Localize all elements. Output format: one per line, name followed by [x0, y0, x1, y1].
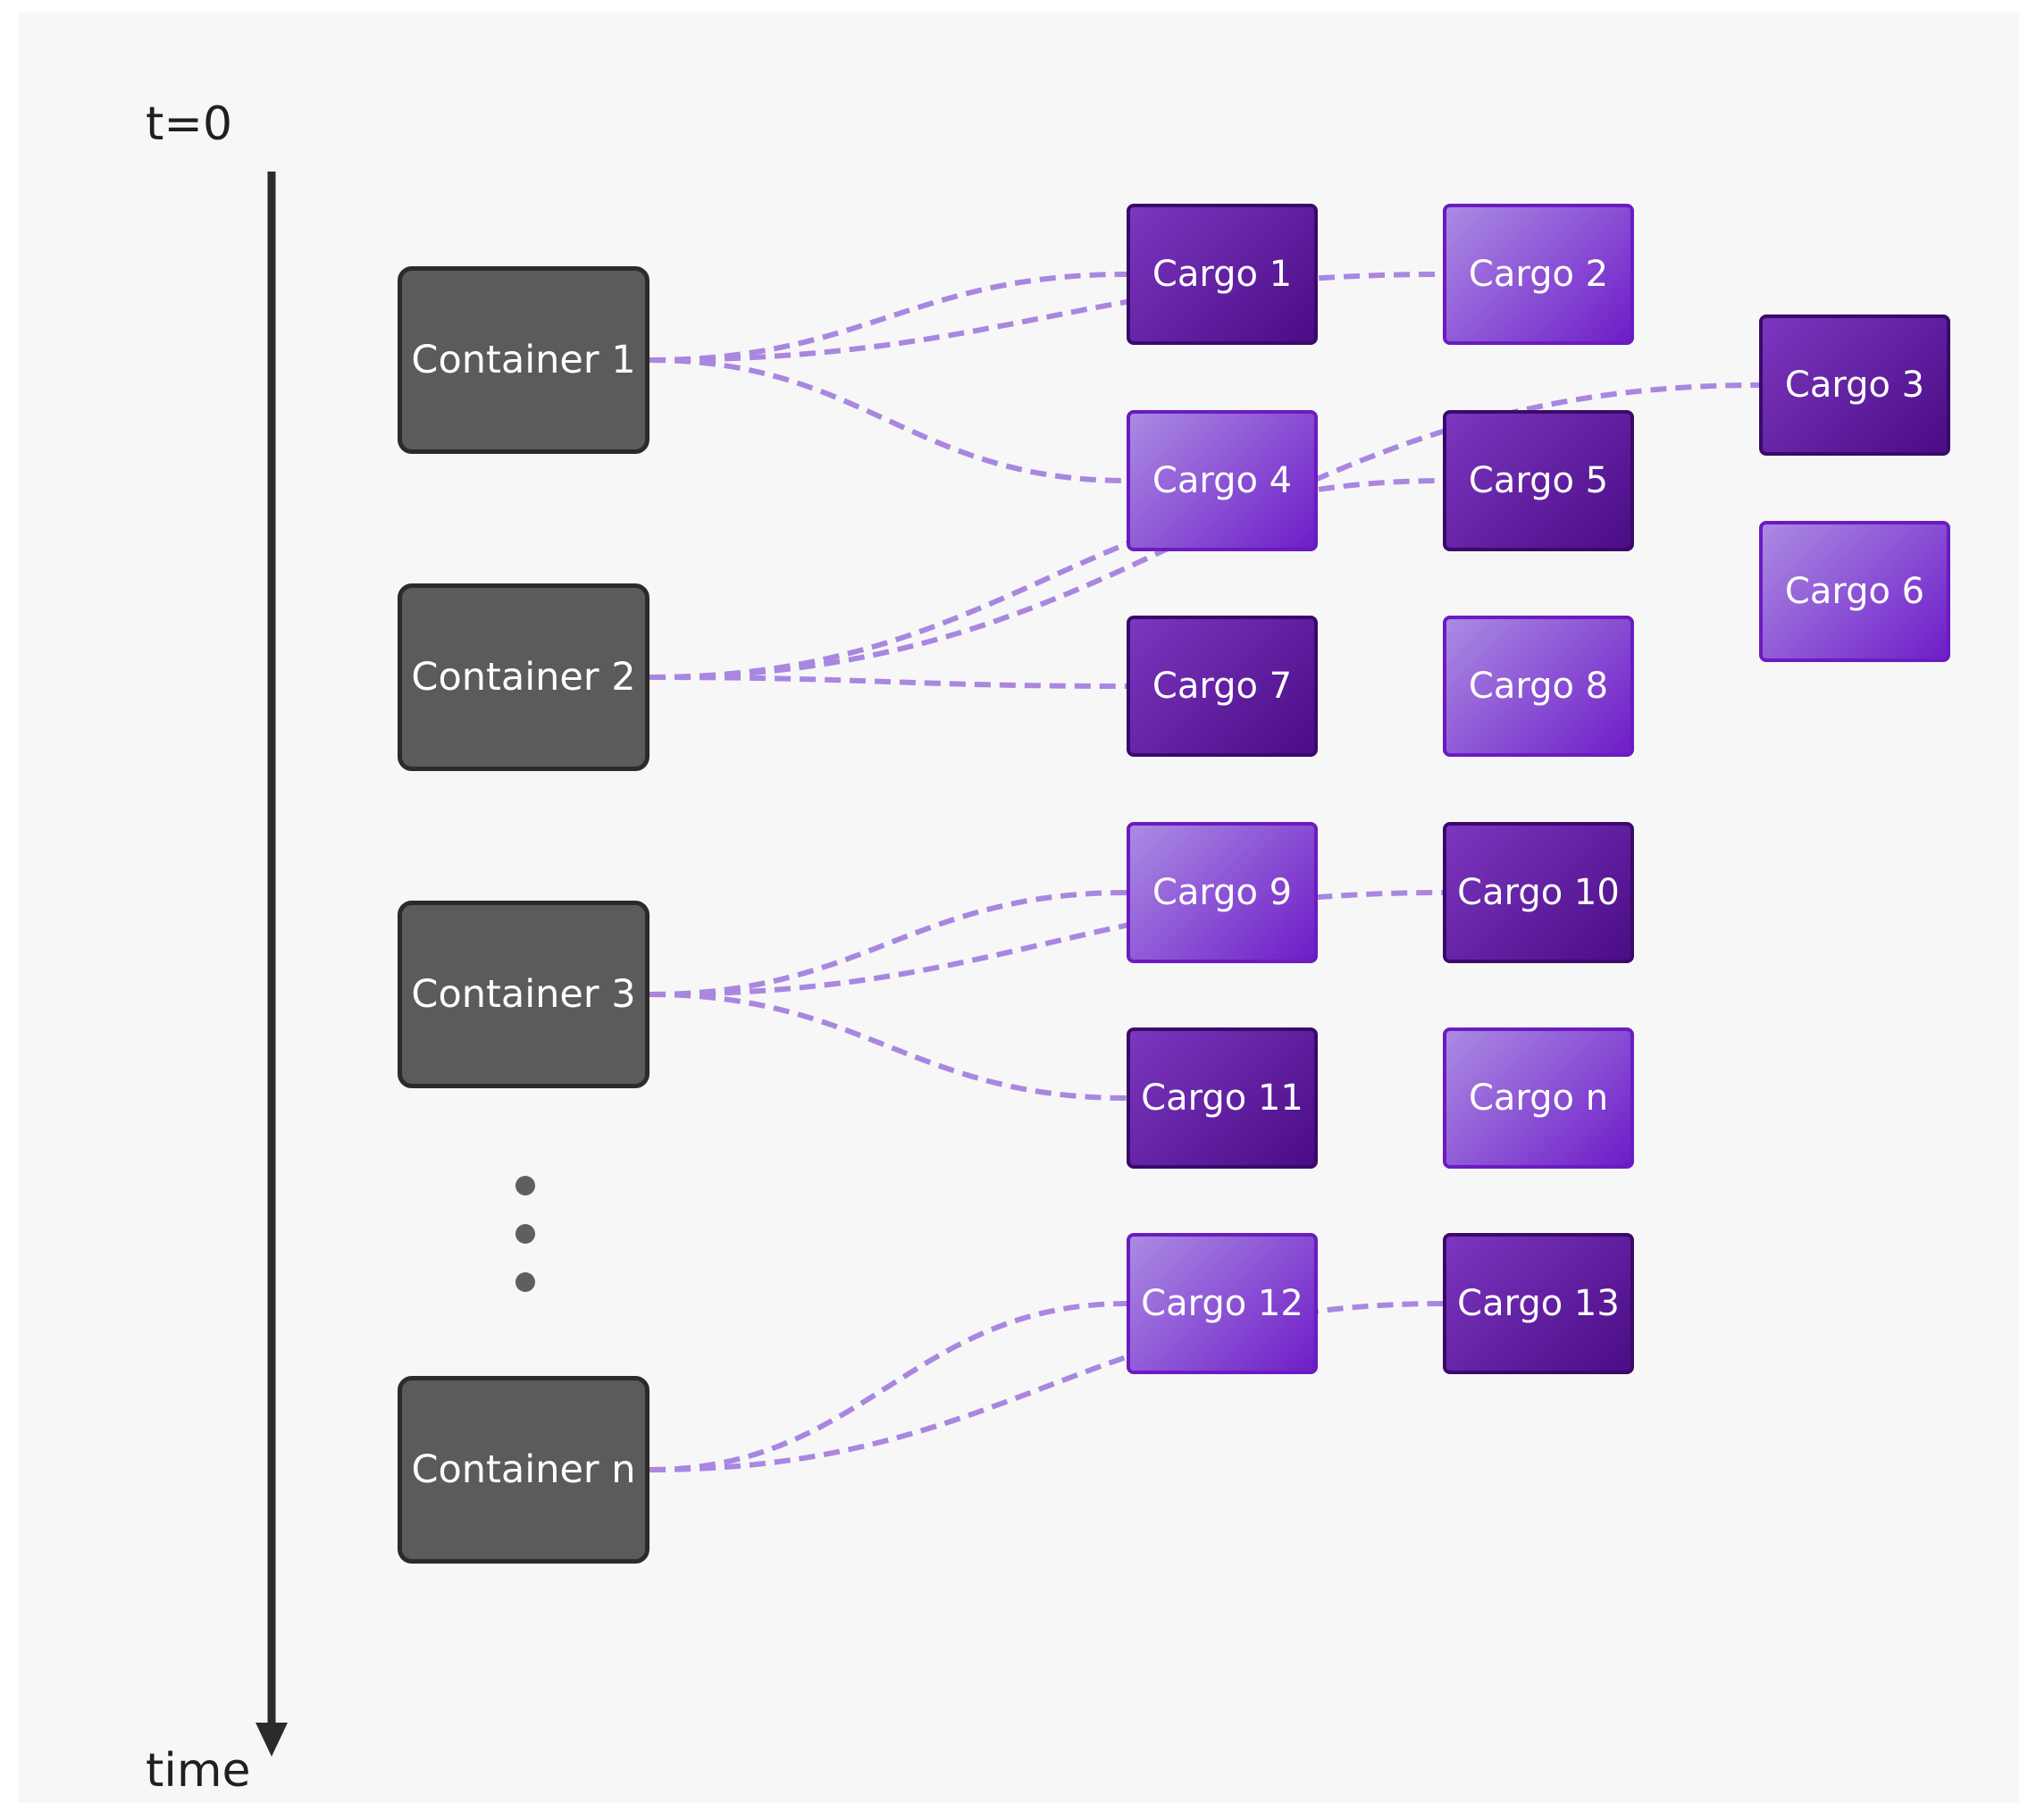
cargo-13: Cargo 13 — [1443, 1233, 1634, 1374]
link-cn-k13 — [649, 1301, 1444, 1472]
cargo-6: Cargo 6 — [1759, 521, 1950, 662]
link-c1-k1 — [649, 272, 1127, 363]
link-c3-k11 — [649, 992, 1127, 1101]
cargo-n: Cargo n — [1443, 1027, 1634, 1169]
cargo-9: Cargo 9 — [1127, 822, 1318, 963]
cargo-7: Cargo 7 — [1127, 616, 1318, 757]
link-c3-k9 — [649, 890, 1127, 997]
link-c3-k10 — [649, 890, 1444, 997]
axis-end-label: time — [146, 1744, 251, 1798]
container-3: Container 3 — [398, 901, 649, 1088]
cargo-10: Cargo 10 — [1443, 822, 1634, 963]
ellipsis-dot-3 — [515, 1272, 535, 1292]
ellipsis-dot-2 — [515, 1224, 535, 1244]
diagram-panel — [18, 13, 2019, 1803]
cargo-1: Cargo 1 — [1127, 204, 1318, 345]
link-c2-k7 — [649, 675, 1127, 689]
cargo-11: Cargo 11 — [1127, 1027, 1318, 1169]
link-c1-k2 — [649, 272, 1444, 363]
link-c1-k4 — [649, 357, 1127, 483]
link-c2-k5 — [649, 478, 1444, 680]
link-cn-k12 — [649, 1301, 1127, 1472]
cargo-5: Cargo 5 — [1443, 410, 1634, 551]
container-1: Container 1 — [398, 266, 649, 454]
cargo-12: Cargo 12 — [1127, 1233, 1318, 1374]
container-n: Container n — [398, 1376, 649, 1564]
container-2: Container 2 — [398, 583, 649, 771]
cargo-3: Cargo 3 — [1759, 315, 1950, 456]
cargo-8: Cargo 8 — [1443, 616, 1634, 757]
time-axis-arrowhead — [256, 1723, 288, 1757]
ellipsis-dot-1 — [515, 1176, 535, 1195]
cargo-4: Cargo 4 — [1127, 410, 1318, 551]
axis-start-label: t=0 — [146, 97, 233, 151]
cargo-2: Cargo 2 — [1443, 204, 1634, 345]
